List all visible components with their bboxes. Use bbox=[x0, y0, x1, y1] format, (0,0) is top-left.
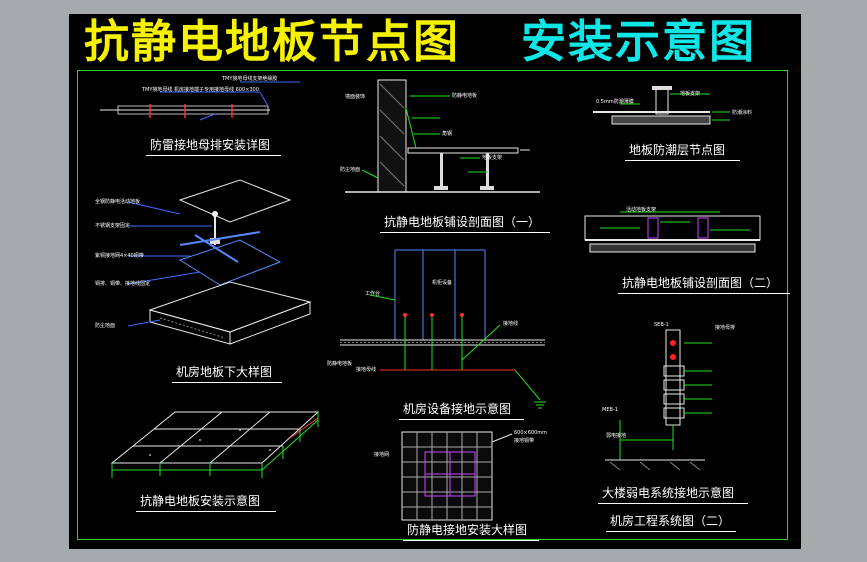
caption-weak-current: 大楼弱电系统接地示意图 bbox=[602, 486, 735, 500]
caption-underline bbox=[172, 382, 282, 383]
caption-underline bbox=[146, 155, 281, 156]
caption-underline bbox=[606, 531, 736, 532]
title-install-diagram: 安装示意图 bbox=[521, 15, 757, 68]
note-detail-e: 防尘地面 bbox=[95, 323, 116, 329]
note-detail-d: 铜排、铜带、接地线固定 bbox=[95, 281, 151, 287]
caption-section-two: 抗静电地板铺设剖面图（二） bbox=[622, 276, 779, 290]
caption-underline bbox=[136, 511, 276, 512]
caption-underline bbox=[399, 419, 524, 420]
caption-lightning-busbar: 防雷接地母排安装详图 bbox=[150, 138, 271, 152]
note-wc-a: SEB-1 bbox=[654, 322, 669, 328]
caption-underline bbox=[598, 503, 748, 504]
section-two bbox=[584, 211, 761, 253]
note-sec1-a: 墙面装饰 bbox=[345, 94, 366, 100]
title-node-drawing: 抗静电地板节点图 bbox=[84, 15, 461, 68]
floor-install bbox=[110, 411, 320, 478]
note-eq-d: 接地母线 bbox=[356, 367, 377, 373]
note-grid-a: 600×600mm bbox=[514, 430, 548, 436]
grounding-grid bbox=[401, 431, 513, 521]
note-sec1-e: 防尘地面 bbox=[340, 167, 361, 173]
busbar-detail bbox=[100, 81, 300, 121]
note-detail-b: 不锈钢支架固定 bbox=[95, 223, 131, 229]
caption-engineering-system: 机房工程系统图（二） bbox=[610, 514, 731, 528]
note-detail-a: 全钢防静电活动地板 bbox=[95, 199, 141, 205]
note-busbar-a: TMY接地母线支架绝缘胶 bbox=[222, 76, 278, 82]
note-wc-b: MEB-1 bbox=[602, 407, 618, 413]
caption-antistatic-grounding: 防静电接地安装大样图 bbox=[407, 523, 528, 537]
note-busbar-b: TMY接地母线 机房接地端子专用接地母线 600×300 bbox=[142, 87, 259, 93]
note-sec1-b: 防静电地板 bbox=[452, 93, 478, 99]
caption-equipment-grounding: 机房设备接地示意图 bbox=[403, 402, 512, 416]
equipment-grounding bbox=[340, 249, 546, 409]
caption-underline bbox=[618, 293, 790, 294]
note-grid-c: 接地网 bbox=[374, 452, 390, 458]
note-eq-e: 防静电地板 bbox=[327, 361, 353, 367]
section-one bbox=[345, 79, 540, 193]
caption-floor-install: 抗静电地板安装示意图 bbox=[140, 494, 261, 508]
weak-current-grounding bbox=[605, 329, 712, 471]
note-sec1-d: 地板支架 bbox=[482, 155, 503, 161]
note-moist-b: 地板支架 bbox=[680, 91, 701, 97]
note-eq-a: 工作台 bbox=[365, 291, 381, 297]
caption-moisture-layer: 地板防潮层节点图 bbox=[629, 143, 726, 157]
note-moist-c: 防潮涂料 bbox=[732, 110, 753, 116]
note-sec2-a: 活动地板支架 bbox=[626, 207, 657, 213]
note-moist-a: 0.5mm防潮薄膜 bbox=[596, 99, 634, 105]
note-wc-d: 接地母排 bbox=[715, 325, 736, 331]
note-detail-c: 紫铜接地网4×40铜带 bbox=[95, 253, 144, 259]
note-eq-b: 机柜设备 bbox=[432, 280, 453, 286]
moisture-layer bbox=[593, 86, 730, 125]
caption-underfloor-detail: 机房地板下大样图 bbox=[176, 365, 273, 379]
caption-section-one: 抗静电地板铺设剖面图（一） bbox=[384, 215, 541, 229]
note-wc-c: 弱电接地 bbox=[606, 433, 627, 439]
note-grid-b: 接地铜带 bbox=[514, 438, 535, 444]
drawing-frame bbox=[77, 70, 788, 540]
caption-underline bbox=[380, 232, 550, 233]
caption-underline bbox=[625, 160, 740, 161]
caption-underline bbox=[403, 540, 539, 541]
underfloor-exploded bbox=[127, 179, 312, 345]
note-eq-c: 接地线 bbox=[503, 321, 519, 327]
note-sec1-c: 角钢 bbox=[442, 131, 453, 137]
